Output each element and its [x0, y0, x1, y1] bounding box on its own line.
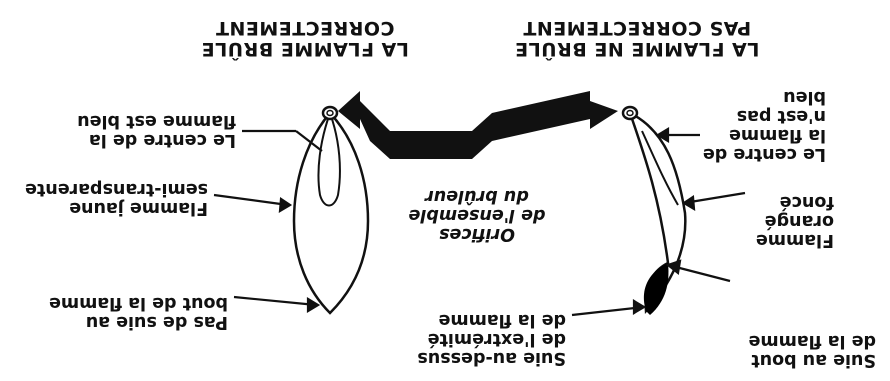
label-no-soot: Pas de suie au bout de la flamme — [49, 293, 228, 331]
orifices-double-arrow — [338, 91, 618, 159]
pointer-yellow — [214, 195, 288, 205]
label-soot-top: Suie au-dessus de l'extrémité de la flam… — [417, 310, 566, 367]
arrowhead-yellow — [280, 199, 290, 211]
center-orifices-label: Orifices de l'ensemble du brûleur — [382, 186, 572, 243]
arrowhead-no-soot — [308, 299, 318, 311]
pointer-no-soot — [234, 297, 316, 305]
arrowhead-soot-top — [634, 301, 644, 313]
label-yellow-flame: Flamme jaune semi-transparente — [25, 179, 208, 217]
right-orifice-inner — [327, 111, 333, 116]
left-title: LA FLAMME NE BRÛLE PAS CORRECTEMENT — [502, 18, 772, 59]
arrowhead-orange — [684, 197, 694, 209]
label-center-blue: Le centre de la flamme est bleu — [77, 111, 236, 149]
left-orifice-inner — [627, 111, 633, 116]
label-center-not-blue: Le centre de la flamme n'est pas bleu — [703, 87, 826, 163]
soot-tip — [644, 263, 669, 315]
label-soot-tip: Suie au bout de la flamme — [748, 331, 876, 369]
label-orange-flame: Flamme orangé foncé — [756, 192, 834, 249]
right-title: LA FLAMME BRÛLE CORRECTEMENT — [190, 18, 420, 59]
left-flame — [623, 107, 685, 315]
